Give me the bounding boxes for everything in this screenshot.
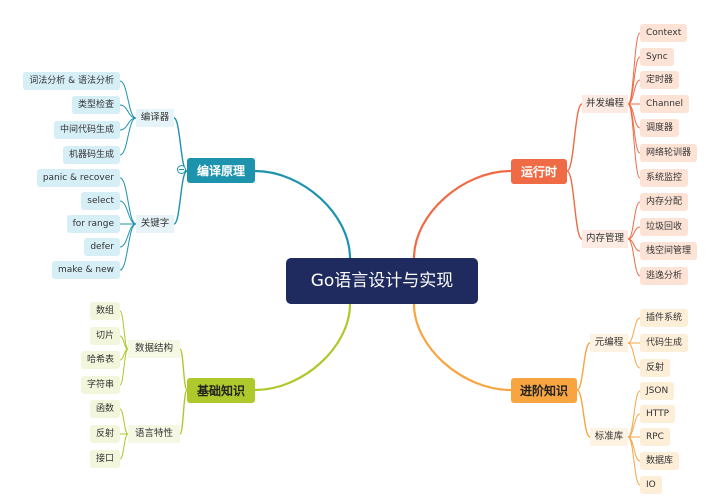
leaf-io[interactable]: IO (640, 476, 662, 494)
subtopic-keywords[interactable]: 关键字 (136, 215, 174, 233)
leaf-json[interactable]: JSON (640, 382, 675, 400)
leaf-machine-code[interactable]: 机器码生成 (62, 146, 120, 164)
leaf-hashmap[interactable]: 哈希表 (80, 351, 120, 369)
leaf-netpoller[interactable]: 网络轮训器 (640, 144, 698, 162)
collapse-toggle-icon[interactable] (177, 165, 186, 174)
leaf-channel[interactable]: Channel (640, 95, 689, 113)
subtopic-stdlib[interactable]: 标准库 (590, 428, 628, 446)
branch-advanced[interactable]: 进阶知识 (511, 378, 577, 403)
leaf-timer[interactable]: 定时器 (640, 71, 680, 89)
leaf-ir-generation[interactable]: 中间代码生成 (53, 121, 120, 139)
leaf-lexing-parsing[interactable]: 词法分析 & 语法分析 (23, 72, 120, 90)
leaf-string[interactable]: 字符串 (80, 376, 120, 394)
branch-runtime[interactable]: 运行时 (511, 159, 567, 184)
leaf-code-generation[interactable]: 代码生成 (640, 334, 689, 352)
leaf-for-range[interactable]: for range (66, 215, 120, 233)
subtopic-language-features[interactable]: 语言特性 (128, 425, 180, 443)
branch-compile[interactable]: 编译原理 (187, 158, 255, 183)
central-topic[interactable]: Go语言设计与实现 (286, 258, 478, 304)
subtopic-data-structures[interactable]: 数据结构 (128, 340, 180, 358)
branch-basics[interactable]: 基础知识 (187, 378, 255, 403)
leaf-stack-management[interactable]: 栈空间管理 (640, 242, 698, 260)
subtopic-concurrency[interactable]: 并发编程 (582, 95, 628, 113)
subtopic-compiler[interactable]: 编译器 (136, 109, 174, 127)
leaf-reflection[interactable]: 反射 (89, 425, 120, 443)
leaf-type-check[interactable]: 类型检查 (71, 96, 120, 114)
leaf-make-new[interactable]: make & new (51, 261, 120, 279)
subtopic-memory[interactable]: 内存管理 (582, 230, 628, 248)
leaf-function[interactable]: 函数 (89, 400, 120, 418)
leaf-memory-allocation[interactable]: 内存分配 (640, 193, 689, 211)
leaf-escape-analysis[interactable]: 逃逸分析 (640, 267, 689, 285)
leaf-garbage-collection[interactable]: 垃圾回收 (640, 218, 689, 236)
leaf-scheduler[interactable]: 调度器 (640, 119, 680, 137)
leaf-plugin-system[interactable]: 插件系统 (640, 309, 689, 327)
leaf-array[interactable]: 数组 (89, 302, 120, 320)
leaf-http[interactable]: HTTP (640, 405, 676, 423)
leaf-slice[interactable]: 切片 (89, 327, 120, 345)
leaf-database[interactable]: 数据库 (640, 452, 680, 470)
leaf-rpc[interactable]: RPC (640, 428, 670, 446)
leaf-select[interactable]: select (81, 192, 120, 210)
leaf-sync[interactable]: Sync (640, 48, 674, 66)
leaf-context[interactable]: Context (640, 24, 688, 42)
leaf-sysmon[interactable]: 系统监控 (640, 169, 689, 187)
leaf-interface[interactable]: 接口 (89, 450, 120, 468)
leaf-reflect[interactable]: 反射 (640, 359, 671, 377)
leaf-panic-recover[interactable]: panic & recover (36, 169, 120, 187)
leaf-defer[interactable]: defer (84, 238, 120, 256)
subtopic-metaprogramming[interactable]: 元编程 (590, 334, 628, 352)
